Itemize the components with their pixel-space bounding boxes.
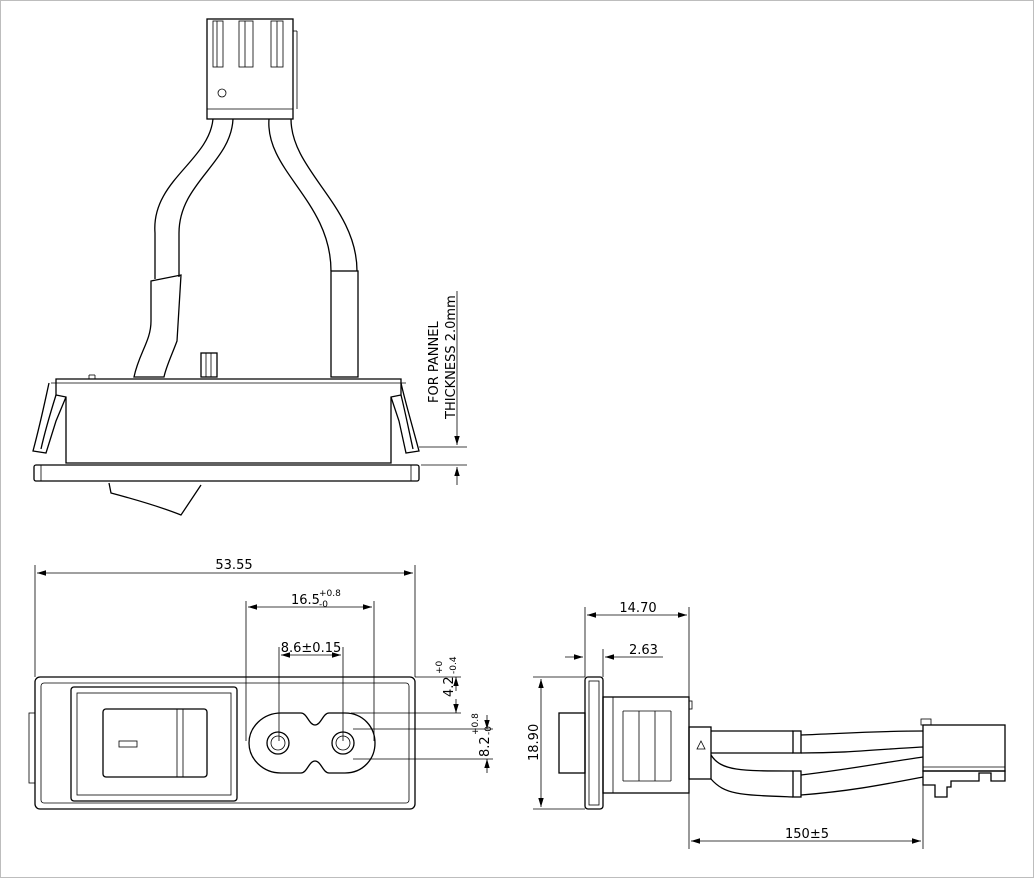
rocker-switch xyxy=(70,686,238,802)
flange-dim: 2.63 xyxy=(565,643,663,677)
pin-pitch-label: 8.6±0.15 xyxy=(281,641,342,656)
top-offset-tol-minus: -0.4 xyxy=(449,656,459,674)
panel-thickness-dim: FOR PANNEL THICKNESS 2.0mm xyxy=(419,291,467,485)
inlet-spacing-dim: 16.5 +0.8 -0 xyxy=(245,589,375,741)
inlet-height-tol-minus: -0 xyxy=(484,726,494,735)
cable-length-label: 150±5 xyxy=(785,827,829,842)
front-view: 53.55 16.5 +0.8 -0 8.6±0.15 4.2 +0 -0.4 xyxy=(28,558,494,810)
top-connector xyxy=(206,18,298,120)
depth-label: 14.70 xyxy=(619,601,656,616)
top-housing xyxy=(32,374,420,516)
panel-note-line1: FOR PANNEL xyxy=(427,321,442,403)
figure8-inlet xyxy=(248,712,376,774)
inlet-height-dim: 8.2 +0.8 -0 xyxy=(353,713,494,773)
depth-dim: 14.70 xyxy=(584,601,690,697)
overall-width-label: 53.55 xyxy=(215,558,252,573)
inlet-spacing-tol-plus: +0.8 xyxy=(319,589,341,599)
top-offset-tol-plus: +0 xyxy=(435,660,445,674)
overall-width-dim: 53.55 xyxy=(34,558,416,677)
top-offset-label: 4.2 xyxy=(442,676,457,697)
pin-pitch-dim: 8.6±0.15 xyxy=(278,641,344,741)
top-wires xyxy=(133,118,359,378)
side-wires xyxy=(710,730,924,798)
height-dim: 18.90 xyxy=(527,676,585,810)
flange-label: 2.63 xyxy=(629,643,658,658)
side-end-connector xyxy=(920,718,1006,798)
top-view: FOR PANNEL THICKNESS 2.0mm xyxy=(32,18,467,516)
height-label: 18.90 xyxy=(527,724,542,761)
inlet-height-tol-plus: +0.8 xyxy=(471,713,481,735)
cable-length-dim: 150±5 xyxy=(688,785,924,849)
inlet-height-label: 8.2 xyxy=(478,736,493,757)
panel-note-line2: THICKNESS 2.0mm xyxy=(444,295,459,420)
inlet-spacing-tol-minus: -0 xyxy=(319,600,328,610)
side-view: 14.70 2.63 18.90 150±5 xyxy=(527,601,1006,849)
top-offset-dim: 4.2 +0 -0.4 xyxy=(351,656,461,714)
inlet-spacing-label: 16.5 xyxy=(291,593,320,608)
